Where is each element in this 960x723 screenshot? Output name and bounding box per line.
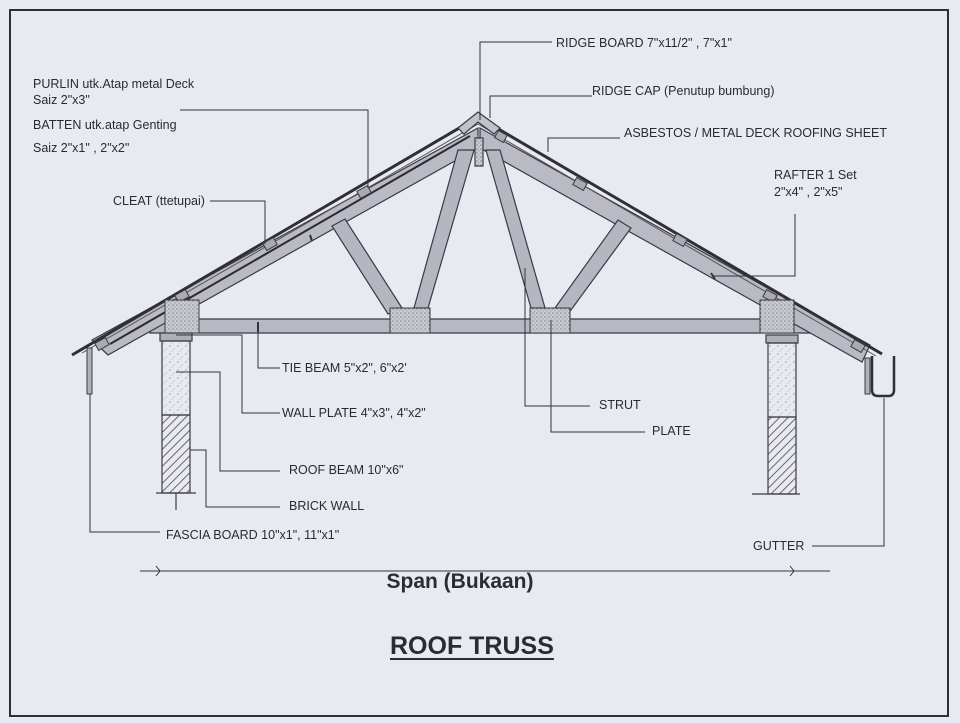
- diagram-title: ROOF TRUSS: [390, 632, 554, 660]
- truss-structure: [90, 126, 871, 363]
- label-purlin-1: PURLIN utk.Atap metal Deck: [33, 77, 195, 91]
- web-right-outer: [554, 219, 632, 315]
- label-roof-beam: ROOF BEAM 10"x6": [289, 463, 404, 477]
- label-batten-1: BATTEN utk.atap Genting: [33, 118, 177, 132]
- label-batten-2: Saiz 2"x1" , 2"x2": [33, 141, 130, 155]
- label-strut: STRUT: [599, 398, 641, 412]
- gutter: [870, 356, 896, 398]
- label-rafter-1: RAFTER 1 Set: [774, 168, 857, 182]
- web-left-outer: [331, 218, 403, 315]
- label-purlin-2: Saiz 2"x3": [33, 93, 90, 107]
- gusset-plates: [164, 299, 795, 334]
- span-label: Span (Bukaan): [386, 570, 534, 593]
- label-fascia-board: FASCIA BOARD 10"x1", 11"x1": [166, 528, 340, 542]
- right-wall: [752, 334, 800, 495]
- ridge-cap: [457, 111, 501, 135]
- fascia-left: [86, 347, 93, 395]
- label-ridge-cap: RIDGE CAP (Penutup bumbung): [592, 84, 775, 98]
- sheet-border: [9, 9, 949, 717]
- label-plate: PLATE: [652, 424, 691, 438]
- left-wall: [156, 332, 196, 510]
- label-gutter: GUTTER: [753, 539, 805, 553]
- label-brick-wall: BRICK WALL: [289, 499, 365, 513]
- leader-lines: [89, 41, 885, 577]
- tie-beam: [149, 318, 816, 334]
- label-cleat: CLEAT (ttetupai): [113, 194, 205, 208]
- label-tie-beam: TIE BEAM 5"x2", 6"x2': [282, 361, 407, 375]
- fascia-right: [864, 357, 871, 395]
- leader-ticks: [257, 234, 716, 332]
- label-rafter-2: 2"x4" , 2"x5": [774, 185, 843, 199]
- label-wall-plate: WALL PLATE 4"x3", 4"x2": [282, 406, 426, 420]
- label-roofing-sheet: ASBESTOS / METAL DECK ROOFING SHEET: [624, 126, 888, 140]
- purlins: [94, 129, 866, 354]
- king-post: [474, 137, 484, 167]
- label-ridge-board: RIDGE BOARD 7"x11/2" , 7"x1": [556, 36, 732, 50]
